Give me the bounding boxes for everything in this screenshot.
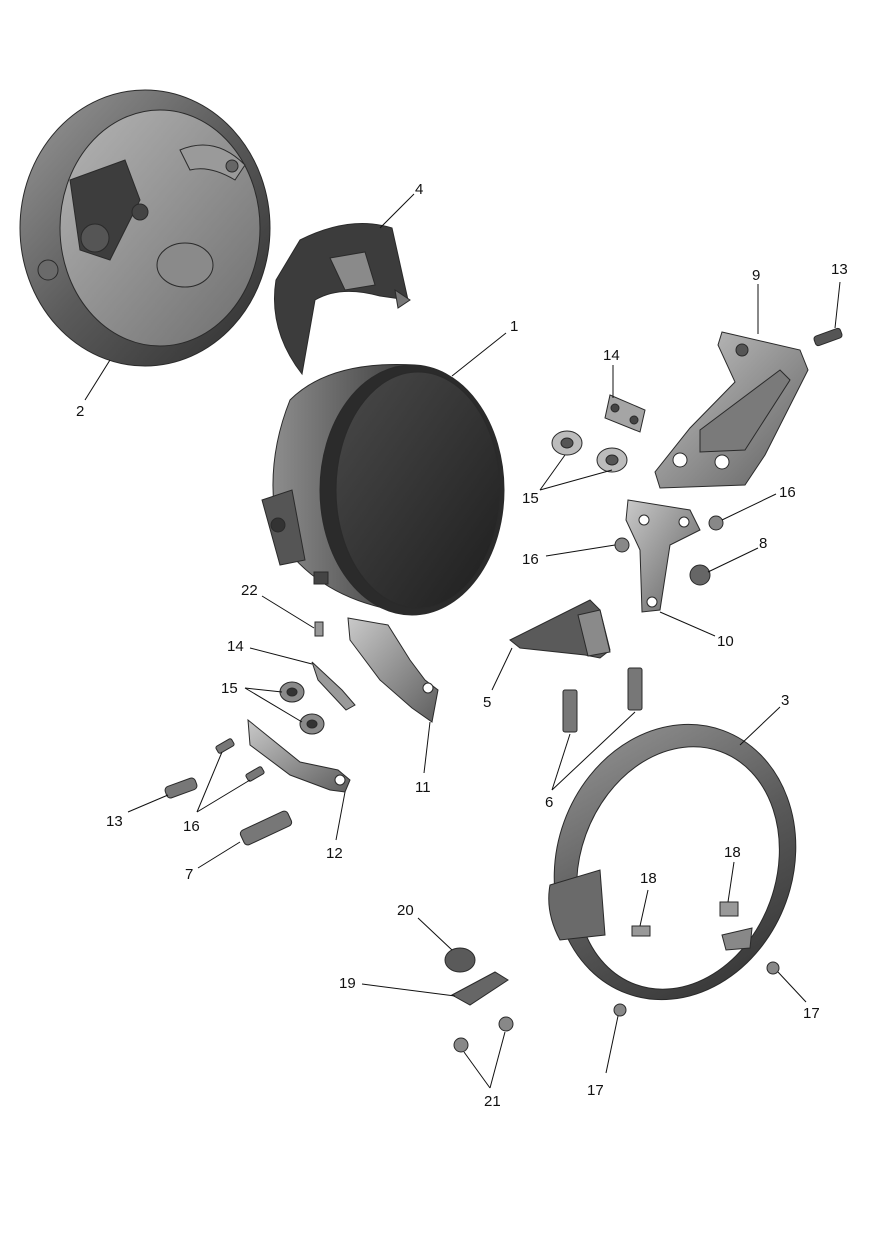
callout-label: 14 — [227, 638, 244, 655]
callout-16-mid: 16 — [522, 544, 616, 568]
callout-label: 13 — [831, 261, 848, 278]
callout-label: 16 — [183, 818, 200, 835]
callout-7: 7 — [185, 841, 241, 883]
callout-22: 22 — [241, 582, 315, 629]
callouts: 1 2 3 4 5 6 7 8 — [76, 181, 848, 1110]
callout-14-lower: 14 — [227, 638, 313, 665]
part-mounting-plate — [654, 331, 809, 489]
callout-label: 3 — [781, 692, 789, 709]
callout-4: 4 — [379, 181, 423, 229]
callout-8: 8 — [707, 535, 767, 573]
callout-label: 10 — [717, 633, 734, 650]
callout-17-right: 17 — [777, 971, 820, 1022]
callout-label: 11 — [415, 779, 431, 796]
callout-label: 6 — [545, 794, 553, 811]
callout-label: 18 — [724, 844, 741, 861]
callout-13-upper: 13 — [831, 261, 848, 329]
part-plate-14-upper — [604, 394, 646, 433]
callout-label: 20 — [397, 902, 414, 919]
part-bracket-10 — [625, 499, 701, 613]
callout-13-lower: 13 — [106, 794, 169, 830]
callout-21: 21 — [463, 1031, 506, 1110]
callout-16-right: 16 — [721, 484, 796, 521]
callout-15-upper: 15 — [522, 454, 613, 507]
callout-label: 17 — [587, 1082, 604, 1099]
part-bracket-5 — [509, 599, 611, 659]
callout-11: 11 — [415, 721, 431, 796]
callout-label: 8 — [759, 535, 767, 552]
callout-label: 16 — [522, 551, 539, 568]
callout-5: 5 — [483, 647, 513, 711]
callout-12: 12 — [326, 791, 346, 862]
callout-label: 5 — [483, 694, 491, 711]
callout-label: 1 — [510, 318, 518, 335]
callout-label: 4 — [415, 181, 423, 198]
callout-label: 22 — [241, 582, 258, 599]
callout-9: 9 — [752, 267, 760, 334]
callout-label: 9 — [752, 267, 760, 284]
part-fasteners — [164, 327, 843, 1053]
callout-16-lower: 16 — [183, 751, 251, 835]
callout-15-lower: 15 — [221, 680, 303, 723]
callout-10: 10 — [659, 611, 734, 650]
callout-label: 17 — [803, 1005, 820, 1022]
part-bezel-ring — [548, 723, 797, 1001]
part-headlamp-unit — [261, 363, 505, 616]
part-deflector — [273, 223, 411, 376]
callout-label: 18 — [640, 870, 657, 887]
part-grommets-15 — [279, 430, 628, 735]
callout-label: 19 — [339, 975, 356, 992]
callout-17-bottom: 17 — [587, 1015, 619, 1099]
part-plate-14-lower — [311, 661, 356, 711]
part-rear-shell — [19, 89, 271, 367]
callout-label: 12 — [326, 845, 343, 862]
callout-19: 19 — [339, 975, 456, 997]
part-bracket-12 — [247, 718, 351, 793]
callout-18-right: 18 — [724, 844, 741, 903]
callout-6: 6 — [545, 711, 636, 811]
callout-20: 20 — [397, 902, 453, 951]
callout-3: 3 — [739, 692, 789, 746]
callout-2: 2 — [76, 359, 111, 420]
callout-label: 15 — [522, 490, 539, 507]
part-bracket-11 — [347, 617, 439, 723]
callout-18-left: 18 — [639, 870, 657, 927]
callout-label: 15 — [221, 680, 238, 697]
callout-label: 14 — [603, 347, 620, 364]
callout-1: 1 — [451, 318, 518, 377]
callout-label: 7 — [185, 866, 193, 883]
callout-label: 2 — [76, 403, 84, 420]
callout-label: 16 — [779, 484, 796, 501]
callout-label: 13 — [106, 813, 123, 830]
callout-14-upper: 14 — [603, 347, 620, 398]
callout-label: 21 — [484, 1093, 501, 1110]
